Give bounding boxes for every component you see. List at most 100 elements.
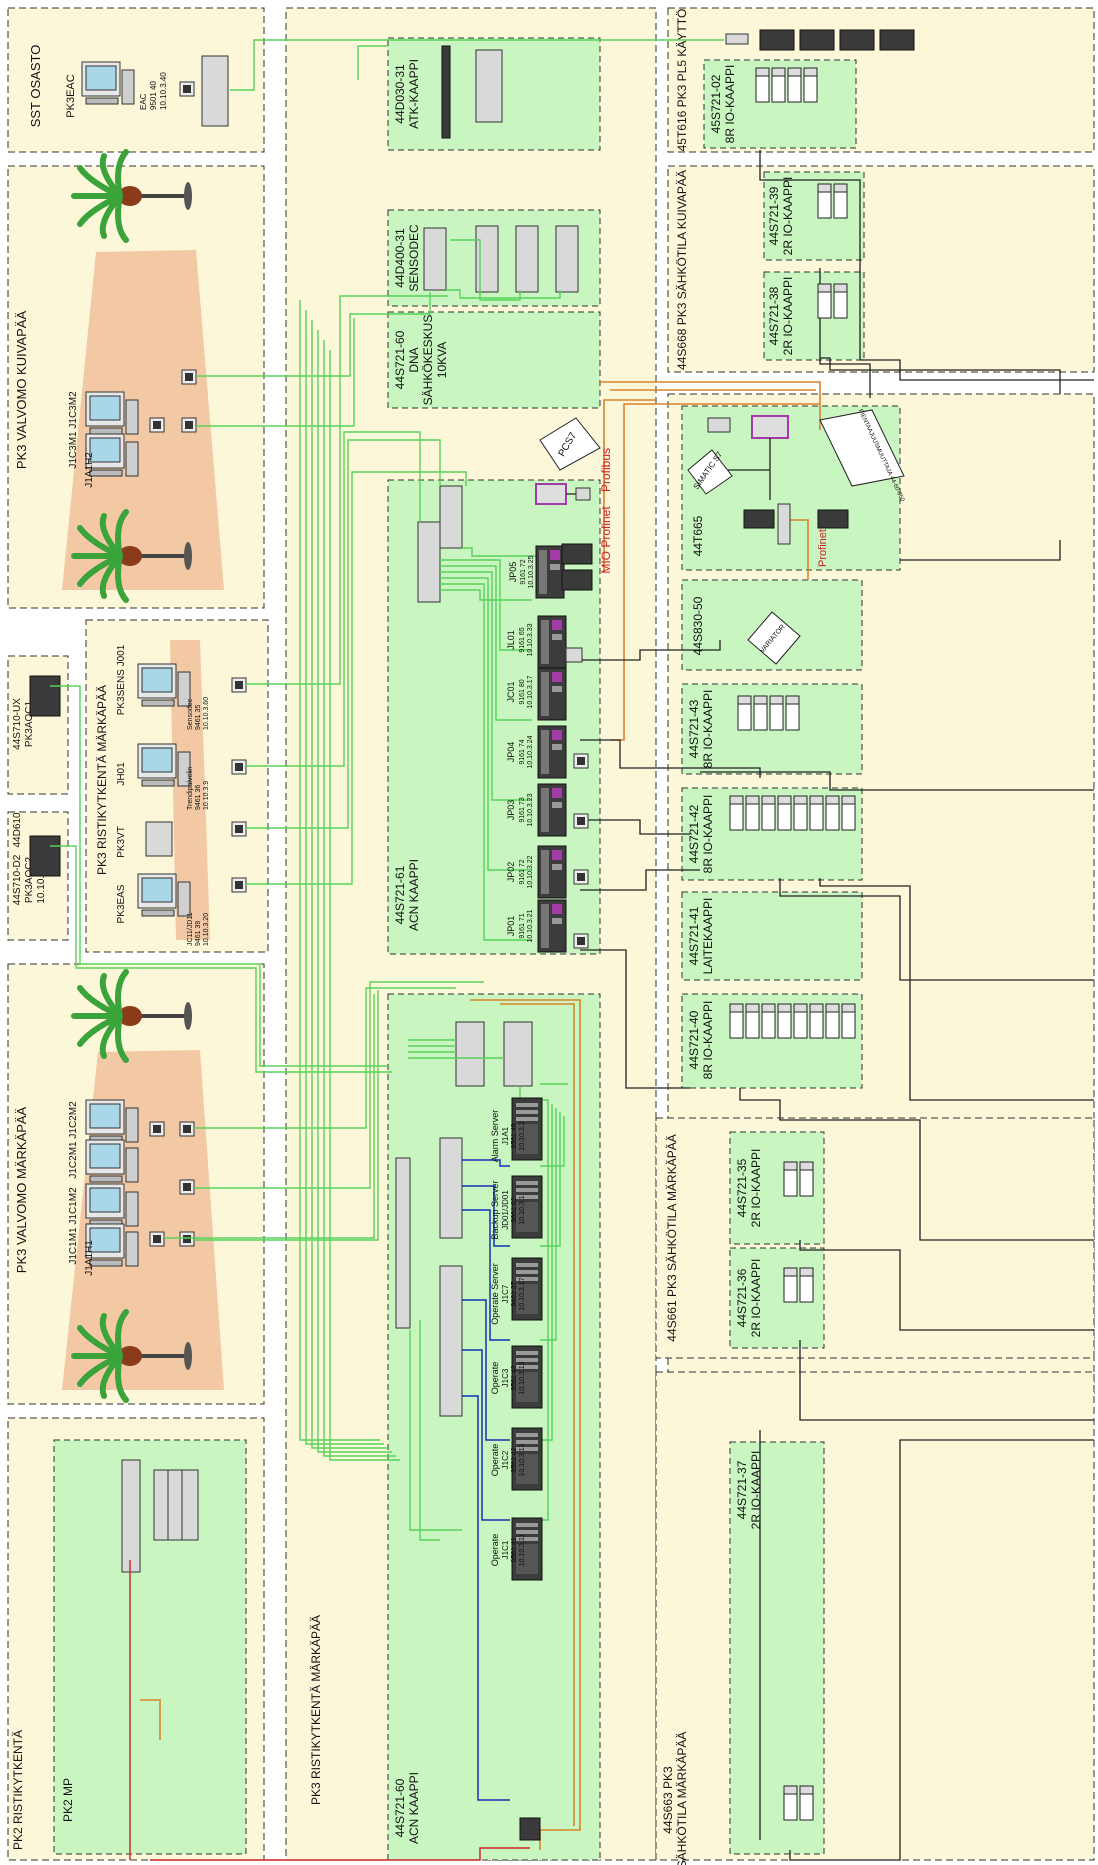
svg-text:44S721-60: 44S721-60 <box>393 1778 407 1837</box>
svg-text:10.10.3.60: 10.10.3.60 <box>203 697 210 730</box>
svg-text:JP01: JP01 <box>506 916 516 937</box>
svg-text:44S721-40: 44S721-40 <box>687 1010 701 1069</box>
svg-text:PK3EAS: PK3EAS <box>116 884 127 923</box>
svg-text:PK3 VALVOMO KUIVAPÄÄ: PK3 VALVOMO KUIVAPÄÄ <box>14 311 29 470</box>
svg-text:44S721-43: 44S721-43 <box>687 699 701 758</box>
zone-sahkotila-markapaa: 44S661 PK3 SÄHKÖTILA MÄRKÄPÄÄ <box>656 1118 1094 1358</box>
svg-text:10.10.3.21: 10.10.3.21 <box>527 909 534 942</box>
svg-text:9161 71: 9161 71 <box>519 913 526 938</box>
svg-text:10KVA: 10KVA <box>435 342 449 378</box>
svg-text:PK3EAC: PK3EAC <box>65 74 77 117</box>
cabinet-pk2mp: PK2 MP <box>54 1440 246 1854</box>
svg-text:10.10.3.9: 10.10.3.9 <box>203 781 210 810</box>
svg-text:10.10.3.20: 10.10.3.20 <box>203 913 210 946</box>
svg-text:J1C2M1 J1C2M2: J1C2M1 J1C2M2 <box>68 1101 79 1179</box>
svg-text:Operate: Operate <box>490 1444 500 1477</box>
svg-text:44S710-D2: 44S710-D2 <box>12 854 23 905</box>
svg-text:10.10.3.13: 10.10.3.13 <box>519 1361 526 1394</box>
svg-text:Sensodec: Sensodec <box>187 698 194 730</box>
svg-text:9161 72: 9161 72 <box>520 559 527 584</box>
svg-text:ACN KAAPPI: ACN KAAPPI <box>407 859 421 931</box>
svg-text:9161 72: 9161 72 <box>519 859 526 884</box>
svg-text:10.10.3.22: 10.10.3.22 <box>527 855 534 888</box>
svg-text:9161 80: 9161 80 <box>519 679 526 704</box>
svg-text:ACN KAAPPI: ACN KAAPPI <box>407 1772 421 1844</box>
svg-text:9461 35: 9461 35 <box>195 705 202 730</box>
svg-text:9461 36: 9461 36 <box>195 785 202 810</box>
svg-text:J1C2: J1C2 <box>501 1450 510 1469</box>
svg-text:45S721-02: 45S721-02 <box>709 74 723 133</box>
server-backup: Backup Server JD01/JD01 9661 02 10.10.3.… <box>490 1176 542 1240</box>
cabinet-44s721-41: 44S721-41 LAITEKAAPPI <box>682 892 862 980</box>
svg-text:JP02: JP02 <box>506 862 516 883</box>
profibus-label: Profibus <box>599 448 613 492</box>
svg-text:2R IO-KAAPPI: 2R IO-KAAPPI <box>781 177 795 256</box>
svg-text:ATK-KAAPPI: ATK-KAAPPI <box>407 59 421 129</box>
cabinet-dna: 44S721-60 DNA SÄHKÖKESKUS 10KVA <box>388 312 600 408</box>
svg-text:9561 43: 9561 43 <box>511 1365 518 1390</box>
svg-text:JP04: JP04 <box>506 742 516 763</box>
svg-text:2R IO-KAAPPI: 2R IO-KAAPPI <box>749 1451 763 1530</box>
mio-profinet-label: MIO Profinet <box>599 506 613 574</box>
svg-text:45T616 PK3 PL5 KÄYTTÖ: 45T616 PK3 PL5 KÄYTTÖ <box>675 9 689 152</box>
svg-text:44S721-60: 44S721-60 <box>393 330 407 389</box>
svg-text:8R IO-KAAPPI: 8R IO-KAAPPI <box>701 795 715 874</box>
svg-text:Operate Server: Operate Server <box>490 1263 500 1325</box>
svg-text:10.10.3.33: 10.10.3.33 <box>527 623 534 656</box>
svg-text:PK3SENS J001: PK3SENS J001 <box>116 644 127 715</box>
svg-text:10.10.3.2: 10.10.3.2 <box>519 1121 526 1150</box>
svg-text:44S661 PK3 SÄHKÖTILA MÄRKÄPÄÄ: 44S661 PK3 SÄHKÖTILA MÄRKÄPÄÄ <box>665 1134 679 1341</box>
svg-text:10.10.3.11: 10.10.3.11 <box>519 1534 526 1567</box>
cabinet-io-44s721-39: 44S721-39 2R IO-KAAPPI <box>764 172 864 260</box>
svg-text:44D610: 44D610 <box>12 812 23 847</box>
svg-text:Operate: Operate <box>490 1362 500 1395</box>
svg-text:10.10.3.17: 10.10.3.17 <box>519 1277 526 1310</box>
cabinet-atk: 44D030-31 ATK-KAAPPI <box>388 38 600 150</box>
svg-text:J1A1H2: J1A1H2 <box>84 452 95 488</box>
svg-text:SST OSASTO: SST OSASTO <box>28 45 43 128</box>
svg-text:10.10.3.23: 10.10.3.23 <box>527 793 534 826</box>
svg-text:44S710-UX: 44S710-UX <box>12 698 23 750</box>
svg-text:9161 74: 9161 74 <box>519 739 526 764</box>
svg-text:8R IO-KAAPPI: 8R IO-KAAPPI <box>723 65 737 144</box>
svg-text:PK3 VALVOMO MÄRKÄPÄÄ: PK3 VALVOMO MÄRKÄPÄÄ <box>14 1106 29 1273</box>
svg-text:9161 65: 9161 65 <box>519 627 526 652</box>
svg-text:10.10.3.1: 10.10.3.1 <box>519 1195 526 1224</box>
svg-text:44D400-31: 44D400-31 <box>393 228 407 288</box>
svg-text:Alarm Server: Alarm Server <box>490 1110 500 1163</box>
svg-text:44S721-38: 44S721-38 <box>767 286 781 345</box>
svg-text:JH01: JH01 <box>116 762 127 786</box>
svg-text:PK2 MP: PK2 MP <box>61 1778 75 1822</box>
sst-switch <box>202 56 228 126</box>
svg-text:Operate: Operate <box>490 1534 500 1567</box>
server-operate-j1c7: Operate Server J1C7 9461 37 10.10.3.17 <box>490 1258 542 1325</box>
svg-text:10.10.3.17: 10.10.3.17 <box>527 675 534 708</box>
cabinet-sensodec: 44D400-31 SENSODEC <box>388 210 600 306</box>
svg-text:Backup Server: Backup Server <box>490 1180 500 1239</box>
svg-text:44S721-37: 44S721-37 <box>735 1460 749 1519</box>
svg-text:44S830-50: 44S830-50 <box>691 596 705 655</box>
svg-text:10.10.3.25: 10.10.3.25 <box>528 555 535 588</box>
svg-text:44S721-61: 44S721-61 <box>393 865 407 924</box>
svg-text:J1C3M1 J1C3M2: J1C3M1 J1C3M2 <box>68 391 79 469</box>
svg-text:9561 48: 9561 48 <box>511 1123 518 1148</box>
svg-text:Trendipalvelin: Trendipalvelin <box>187 767 194 810</box>
svg-text:9501 40: 9501 40 <box>149 81 158 110</box>
svg-text:10.10.3.12: 10.10.3.12 <box>519 1443 526 1476</box>
svg-text:2R IO-KAAPPI: 2R IO-KAAPPI <box>749 1259 763 1338</box>
svg-text:44T665: 44T665 <box>691 515 705 556</box>
zone-sahkotila-kuivapaa: 44S668 PK3 SÄHKÖTILA KUIVAPÄÄ <box>668 166 1094 372</box>
svg-text:10.10.3.40: 10.10.3.40 <box>159 72 168 110</box>
svg-text:JC01: JC01 <box>506 681 516 702</box>
svg-text:9561 41: 9561 41 <box>511 1537 518 1562</box>
svg-text:JP03: JP03 <box>506 800 516 821</box>
cabinet-io-44s721-38: 44S721-38 2R IO-KAAPPI <box>764 272 864 360</box>
svg-text:DNA: DNA <box>407 347 421 372</box>
workstation-j1c2m: J1C2M1 J1C2M2 <box>68 1100 138 1182</box>
svg-text:9561 42: 9561 42 <box>511 1447 518 1472</box>
svg-text:10.10.3.24: 10.10.3.24 <box>527 735 534 768</box>
svg-text:SENSODEC: SENSODEC <box>407 224 421 292</box>
svg-text:SÄHKÖKESKUS: SÄHKÖKESKUS <box>421 315 435 406</box>
svg-text:EAC: EAC <box>139 93 148 110</box>
